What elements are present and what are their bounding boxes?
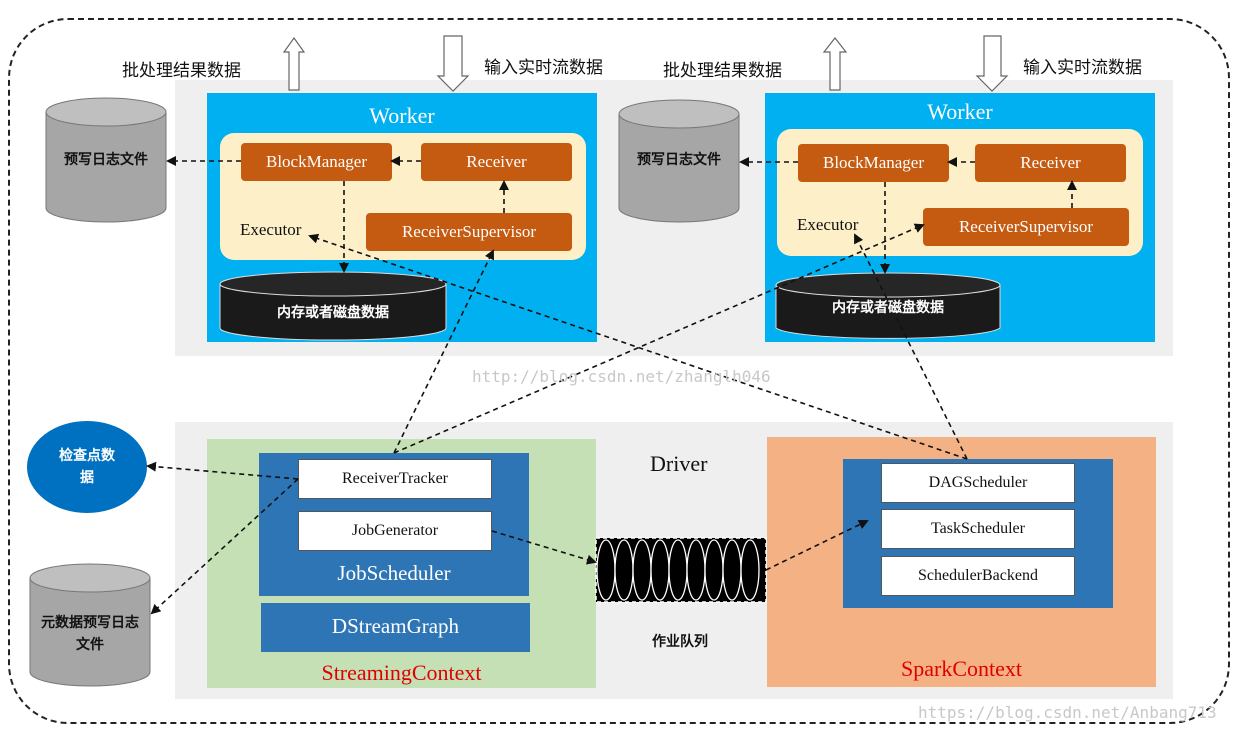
receiver-2: Receiver — [975, 144, 1126, 182]
wal-cylinder-2 — [618, 99, 740, 223]
batch-output-arrow-1 — [282, 36, 306, 91]
realtime-input-label-right: 输入实时流数据 — [1023, 58, 1142, 78]
cluster-boundary — [8, 18, 1230, 724]
job-generator: JobGenerator — [298, 511, 492, 551]
driver-title: Driver — [650, 451, 708, 476]
arrow-dag-to-executor-1 — [308, 233, 968, 460]
arrow-dag-to-executor-2 — [854, 233, 968, 460]
receiver-1: Receiver — [421, 143, 572, 181]
dstream-graph-box — [261, 603, 530, 652]
receiver-supervisor-1: ReceiverSupervisor — [366, 213, 572, 251]
scheduler-backend: SchedulerBackend — [881, 556, 1075, 596]
memory-disk-cylinder-2 — [775, 272, 1001, 339]
memory-disk-cylinder-1 — [219, 271, 447, 341]
watermark-bottom-right: https://blog.csdn.net/Anbang713 — [918, 703, 1217, 722]
stream-input-arrow-2 — [975, 35, 1009, 92]
worker-title: Worker — [927, 99, 993, 124]
arrow-tracker-to-metadata-wal — [150, 478, 299, 615]
memory-disk-label-2: 内存或者磁盘数据 — [832, 300, 944, 316]
job-queue-label: 作业队列 — [652, 634, 708, 650]
wal-label-1: 预写日志文件 — [64, 152, 148, 168]
metadata-wal-cylinder — [29, 563, 151, 687]
arrow-queue-to-taskscheduler — [765, 519, 869, 571]
wal-label-2: 预写日志文件 — [637, 152, 721, 168]
batch-result-label-left: 批处理结果数据 — [122, 61, 241, 81]
dag-scheduler: DAGScheduler — [881, 463, 1075, 503]
task-scheduler: TaskScheduler — [881, 509, 1075, 549]
arrow-tracker-to-checkpoint — [146, 461, 299, 480]
receiver-tracker: ReceiverTracker — [298, 459, 492, 499]
batch-output-arrow-2 — [822, 37, 848, 91]
arrow-tracker-to-supervisor-2 — [393, 223, 925, 454]
spark-context-label: SparkContext — [901, 656, 1022, 681]
batch-result-label-right: 批处理结果数据 — [663, 61, 782, 81]
realtime-input-label-left: 输入实时流数据 — [484, 58, 603, 78]
arrow-tracker-to-supervisor-1 — [393, 249, 494, 454]
wal-cylinder-1 — [45, 97, 167, 223]
watermark-center: http://blog.csdn.net/zhanglh046 — [472, 367, 771, 386]
checkpoint-label: 检查点数据 — [59, 448, 115, 486]
block-manager-1: BlockManager — [241, 143, 392, 181]
memory-disk-label-1: 内存或者磁盘数据 — [277, 305, 389, 321]
worker-title: Worker — [369, 103, 435, 128]
job-scheduler-label: JobScheduler — [337, 561, 451, 585]
stream-input-arrow-1 — [436, 35, 470, 92]
block-manager-2: BlockManager — [798, 144, 949, 182]
executor-label-1: Executor — [240, 220, 302, 239]
metadata-wal-label: 元数据预写日志文件 — [41, 615, 139, 653]
executor-label-2: Executor — [797, 215, 859, 234]
streaming-context-label: StreamingContext — [321, 660, 482, 685]
dstream-graph-label: DStreamGraph — [331, 614, 460, 638]
receiver-supervisor-2: ReceiverSupervisor — [923, 208, 1129, 246]
checkpoint-ellipse — [27, 421, 147, 513]
arrow-jobgenerator-to-queue — [491, 530, 597, 565]
job-queue — [595, 537, 767, 603]
